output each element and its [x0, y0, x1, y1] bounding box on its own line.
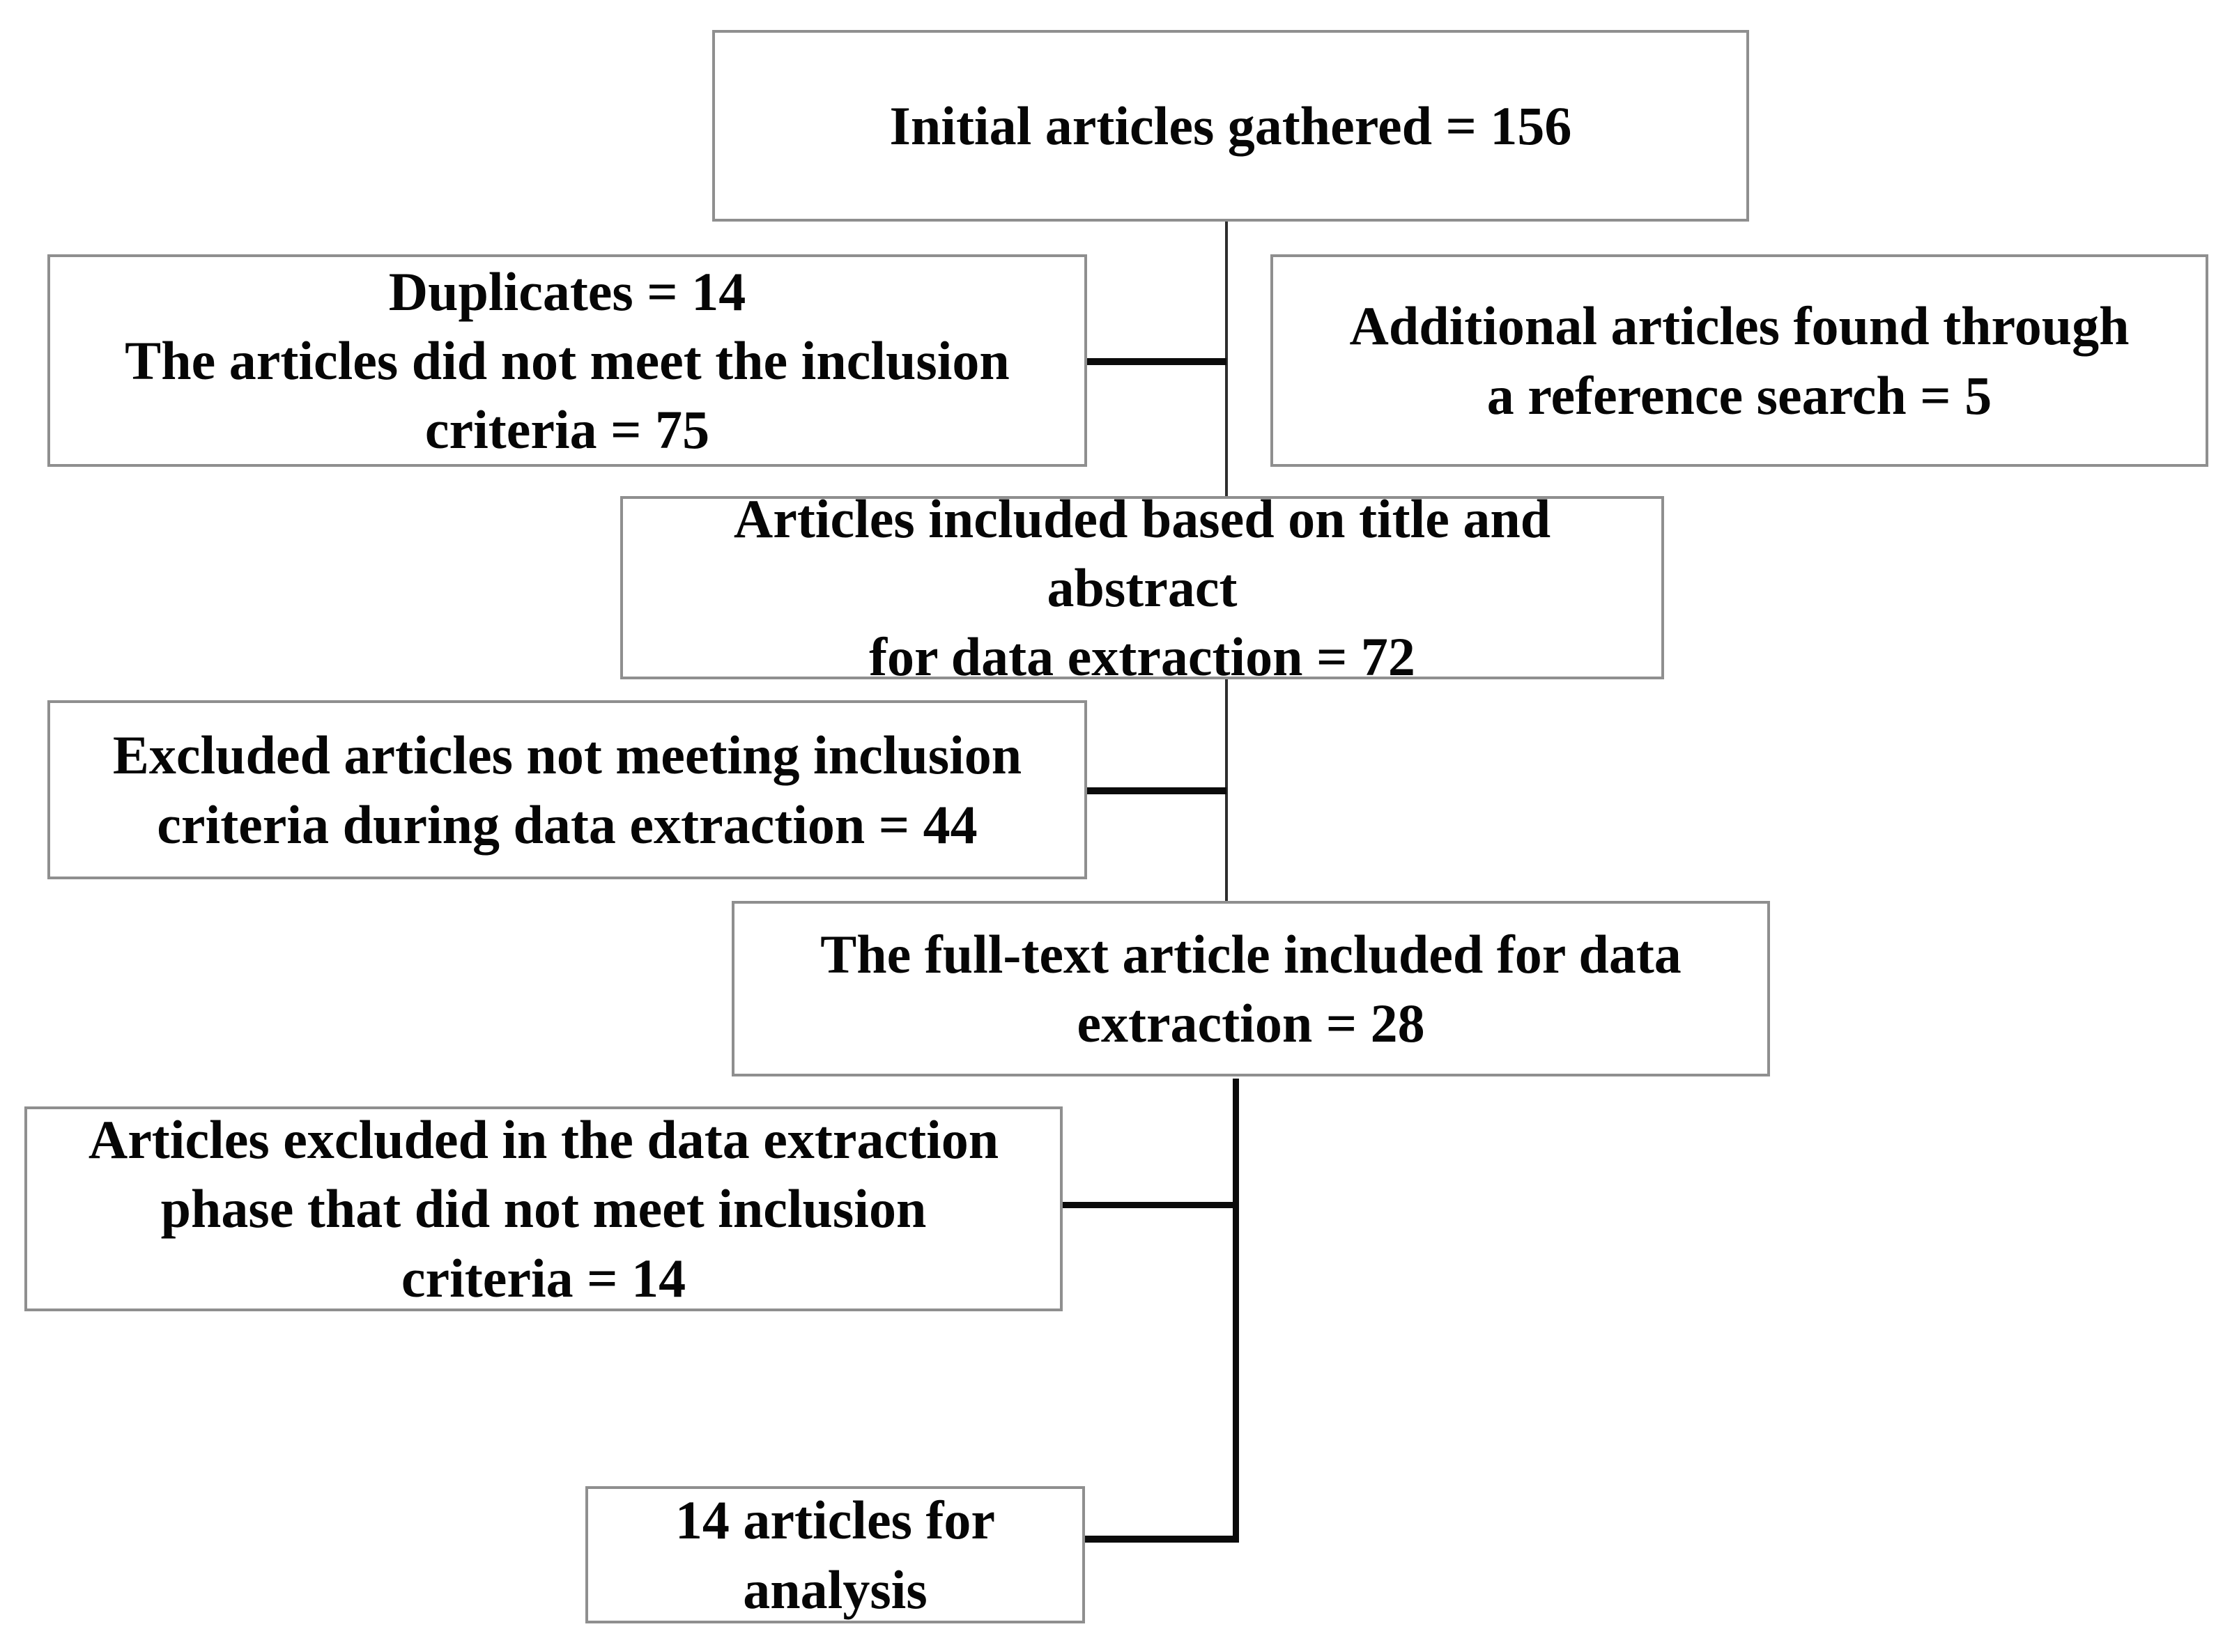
flow-box-fulltext-included: The full-text article included for data … — [732, 901, 1770, 1076]
flow-box-fulltext-included-label: The full-text article included for data … — [820, 923, 1682, 1053]
flow-box-reference-search-additions-label: Additional articles found through a refe… — [1349, 295, 2130, 426]
flow-box-title-abstract-included-label: Articles included based on title and abs… — [733, 488, 1551, 688]
flow-box-initial-articles: Initial articles gathered = 156 — [712, 30, 1749, 222]
flow-box-reference-search-additions: Additional articles found through a refe… — [1270, 254, 2208, 467]
connector-initial-to-title-abstract-vertical — [1225, 220, 1228, 497]
flow-box-duplicates-excluded-label: Duplicates = 14 The articles did not mee… — [125, 261, 1010, 461]
flow-box-initial-articles-label: Initial articles gathered = 156 — [889, 95, 1572, 156]
connector-phase-excluded-horizontal — [1061, 1202, 1233, 1208]
flow-box-extraction-excluded: Excluded articles not meeting inclusion … — [47, 700, 1087, 879]
flow-box-extraction-phase-excluded: Articles excluded in the data extraction… — [24, 1106, 1063, 1311]
flow-box-duplicates-excluded: Duplicates = 14 The articles did not mee… — [47, 254, 1087, 467]
connector-final-analysis-horizontal — [1084, 1536, 1239, 1543]
flow-box-title-abstract-included: Articles included based on title and abs… — [620, 488, 1664, 687]
flow-box-extraction-phase-excluded-label: Articles excluded in the data extraction… — [88, 1109, 999, 1309]
connector-duplicates-horizontal — [1086, 358, 1226, 365]
connector-extraction-excluded-horizontal — [1086, 787, 1226, 794]
flow-box-final-analysis-label: 14 articles for analysis — [675, 1490, 996, 1620]
connector-title-abstract-to-fulltext-vertical — [1225, 678, 1228, 902]
flow-box-final-analysis: 14 articles for analysis — [585, 1486, 1085, 1623]
connector-fulltext-to-final-vertical — [1233, 1079, 1239, 1543]
flow-box-extraction-excluded-label: Excluded articles not meeting inclusion … — [112, 725, 1022, 855]
